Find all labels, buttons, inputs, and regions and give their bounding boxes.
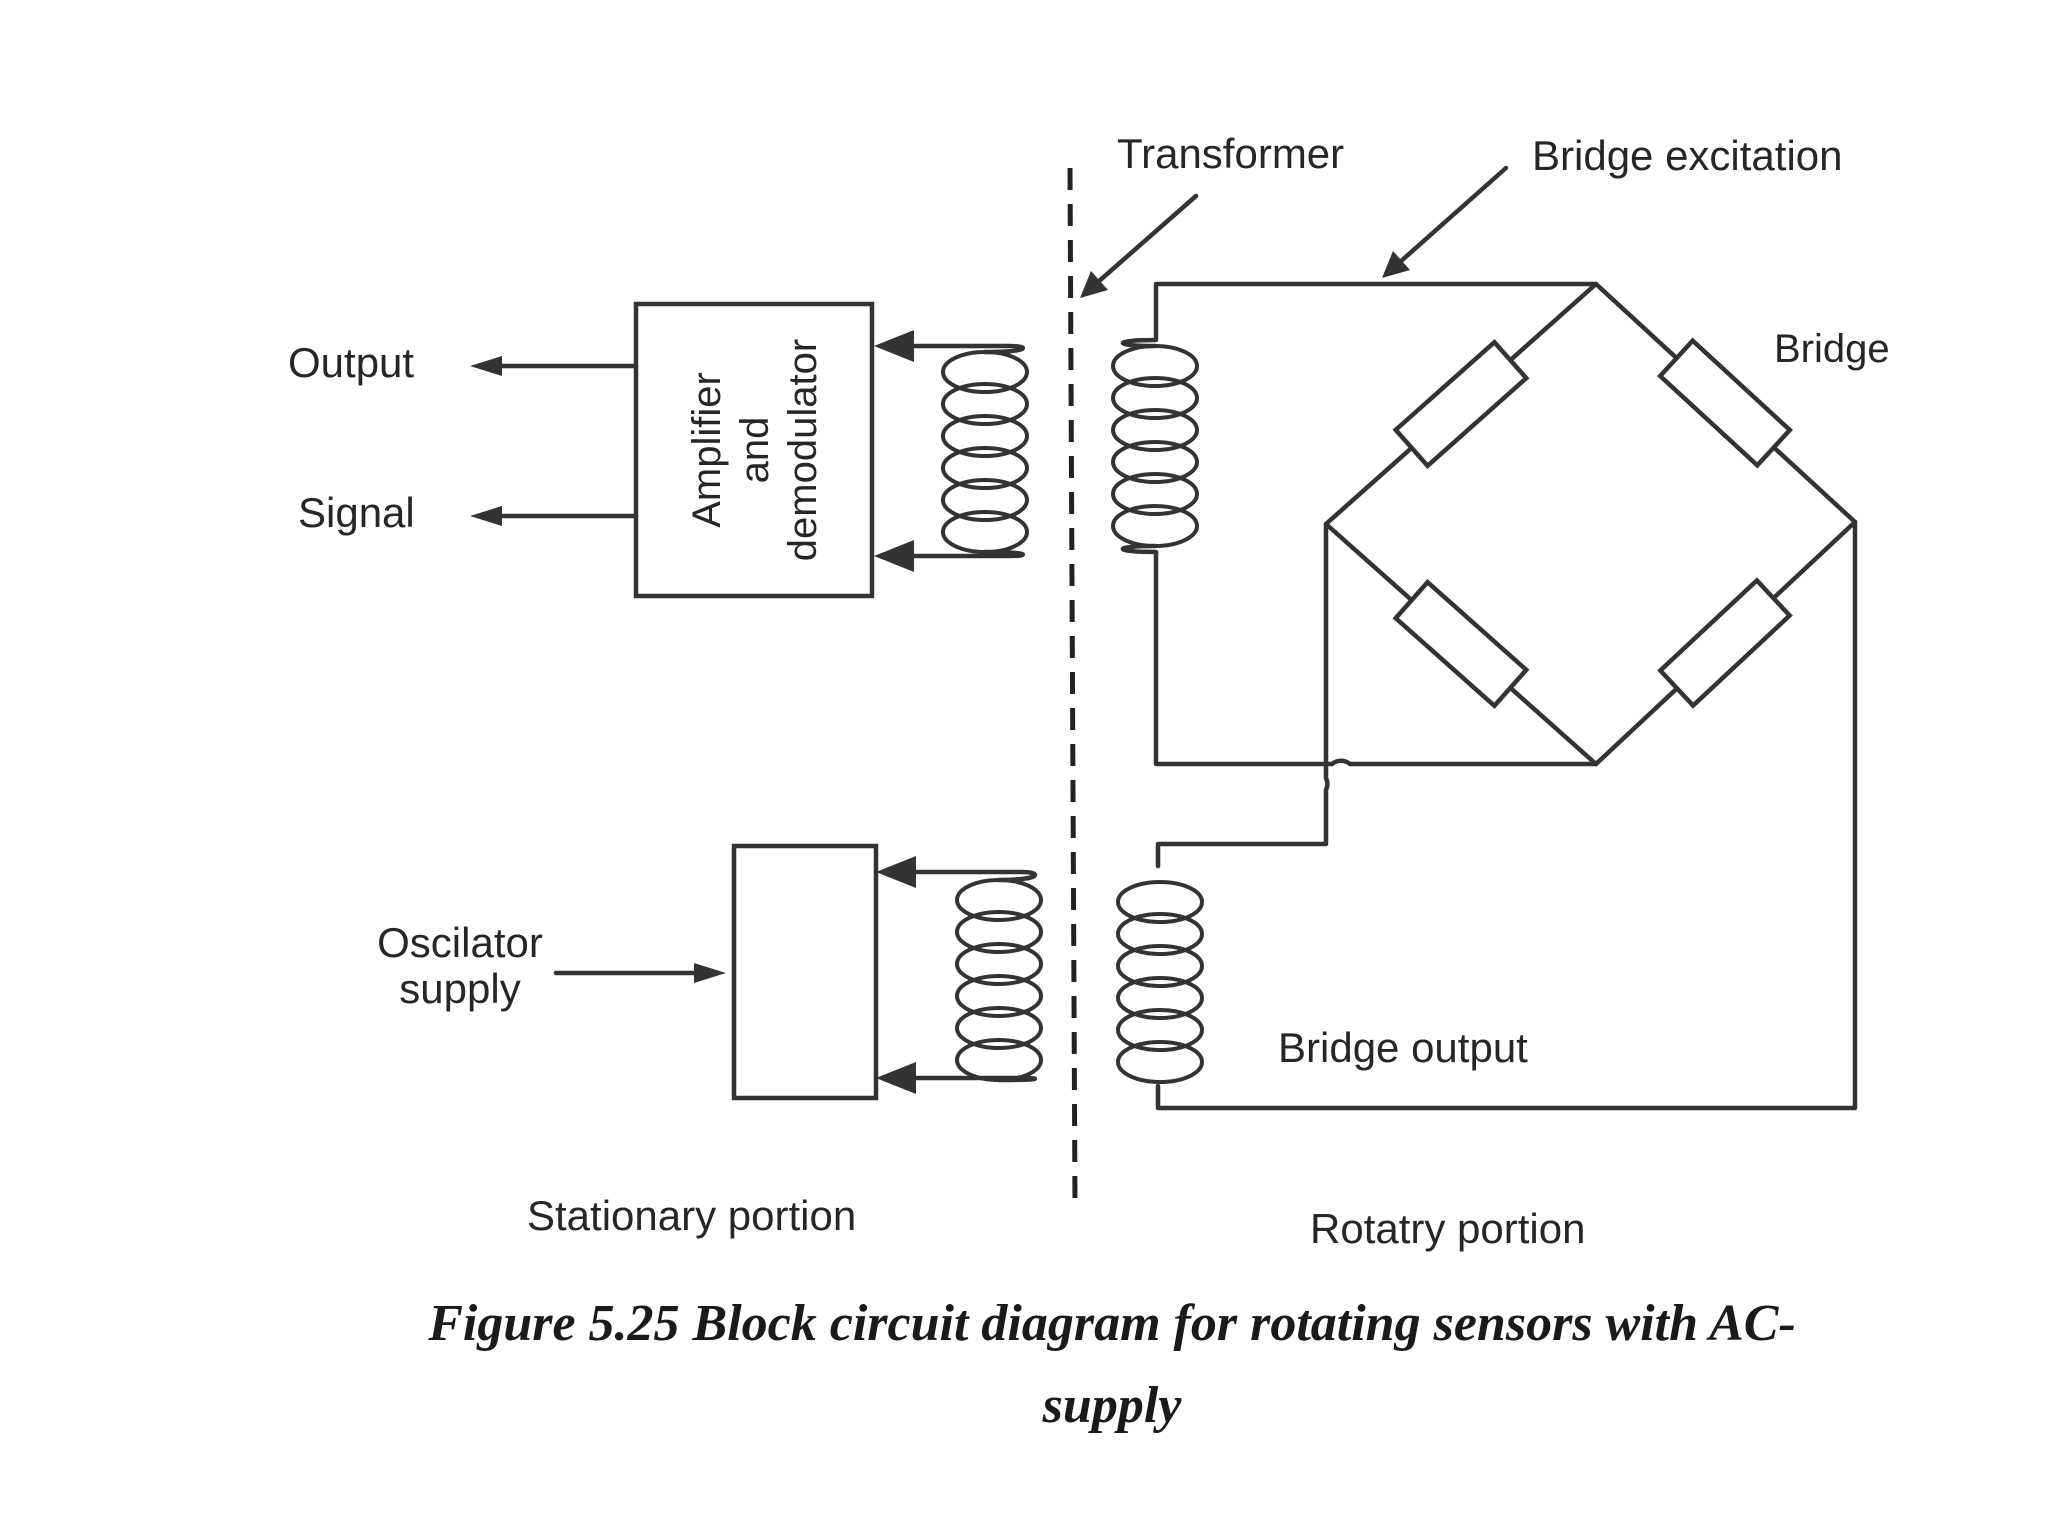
bridge-excitation-pointer-line bbox=[1397, 165, 1509, 265]
figure-caption-line2: supply bbox=[1042, 1377, 1183, 1434]
output-arrowhead bbox=[470, 356, 502, 376]
rotary-coil-upper-bottom-wire bbox=[1120, 543, 1335, 767]
coil-upper-top-lead bbox=[902, 343, 1025, 355]
bridge-excitation-label: Bridge excitation bbox=[1532, 132, 1843, 179]
coil-lower-bottom-lead bbox=[904, 1075, 1038, 1083]
rotary-coil-upper bbox=[1111, 344, 1199, 548]
amplifier-block-label: Amplifier and demodulator bbox=[685, 339, 825, 561]
bridge-excitation-pointer-arrowhead bbox=[1382, 251, 1410, 278]
oscillator-label-line1: Oscilator bbox=[377, 919, 543, 966]
stationary-portion-label: Stationary portion bbox=[527, 1192, 856, 1239]
stationary-coil-lower bbox=[955, 878, 1043, 1082]
bridge-output-right-wire bbox=[1155, 519, 1858, 1111]
bridge-resistor-top-left bbox=[1392, 339, 1530, 469]
bridge-output-left-wire bbox=[1155, 521, 1330, 869]
bridge-label: Bridge bbox=[1774, 327, 1890, 371]
stationary-coil-upper bbox=[941, 350, 1029, 554]
signal-arrowhead bbox=[470, 506, 502, 526]
output-label: Output bbox=[288, 339, 414, 386]
coil-upper-bottom-lead bbox=[902, 549, 1025, 559]
amplifier-label-line1: Amplifier bbox=[685, 372, 729, 528]
rotary-coil-lower bbox=[1116, 880, 1204, 1084]
bridge-resistor-bottom-right bbox=[1657, 577, 1793, 709]
bridge-resistor-bottom-left bbox=[1392, 579, 1530, 709]
transformer-pointer-line bbox=[1095, 193, 1199, 285]
bridge-output-label: Bridge output bbox=[1278, 1024, 1528, 1071]
bridge-excitation-top-wire bbox=[1120, 281, 1599, 349]
coil-upper-bottom-arrowhead bbox=[874, 540, 914, 572]
oscillator-input-arrowhead bbox=[694, 963, 726, 983]
signal-label: Signal bbox=[298, 489, 415, 536]
amplifier-label-line2: and bbox=[733, 417, 777, 484]
coil-lower-top-lead bbox=[904, 869, 1038, 883]
amplifier-demodulator-block bbox=[633, 301, 875, 599]
oscillator-label-line2: supply bbox=[399, 965, 520, 1012]
oscillator-block bbox=[731, 843, 879, 1101]
coil-upper-top-arrowhead bbox=[874, 330, 914, 362]
transformer-pointer-arrowhead bbox=[1080, 271, 1108, 298]
figure-caption-line1: Figure 5.25 Block circuit diagram for ro… bbox=[427, 1295, 1796, 1352]
bridge-resistor-top-right bbox=[1656, 337, 1794, 469]
separation-dashed-line bbox=[1067, 167, 1078, 1206]
transformer-label: Transformer bbox=[1117, 130, 1344, 177]
rotary-portion-label: Rotatry portion bbox=[1310, 1205, 1585, 1252]
coil-lower-top-arrowhead bbox=[876, 856, 916, 888]
coil-lower-bottom-arrowhead bbox=[876, 1062, 916, 1094]
amplifier-label-line3: demodulator bbox=[781, 339, 825, 561]
bridge-bottom-crossover-wire bbox=[1329, 758, 1599, 767]
